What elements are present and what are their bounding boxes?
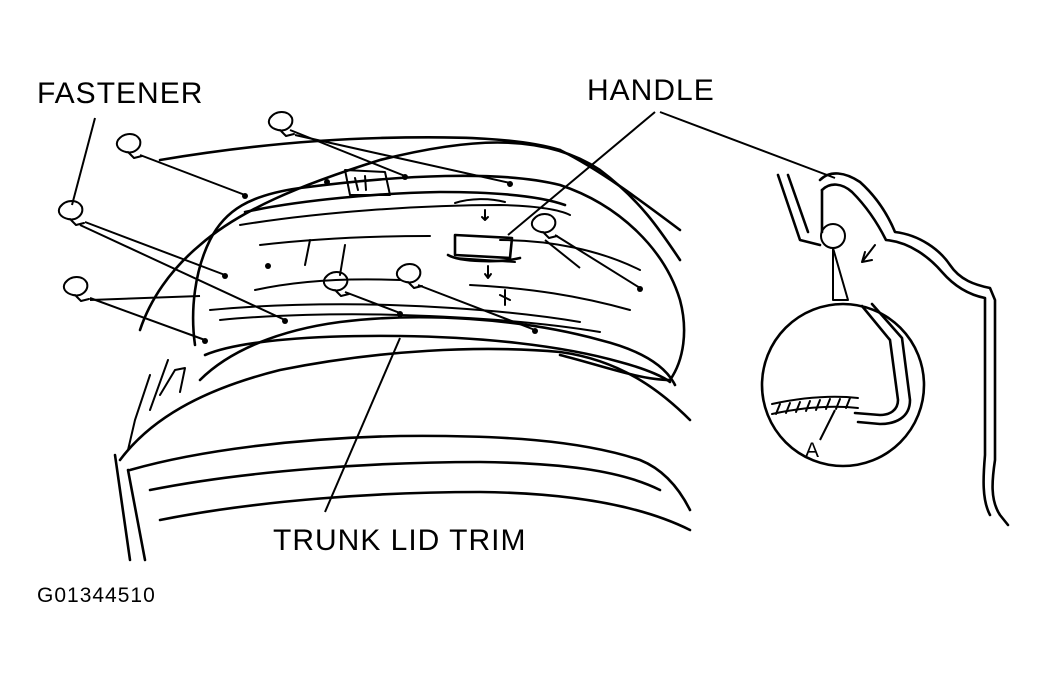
trunk-lid-trim-leader [324, 337, 401, 513]
detail-a-label: A [805, 439, 820, 462]
trunk-body-outline [113, 136, 692, 562]
fastener-label: FASTENER [37, 77, 203, 110]
handle-label-leader-to-trim [507, 111, 656, 236]
fastener-clip [395, 263, 423, 289]
fastener-clip [530, 213, 558, 239]
fastener-clip [62, 276, 90, 302]
mounting-holes [202, 174, 643, 344]
magnified-detail-view [760, 302, 926, 468]
fastener-clip [115, 133, 143, 159]
handle-label-leader-to-detail [659, 111, 836, 179]
fastener-clip [267, 111, 295, 137]
fastener-clips [57, 111, 558, 302]
side-detail-lid-edge [776, 172, 1010, 527]
fastener-clip [322, 271, 350, 297]
figure-id: G01344510 [37, 584, 156, 607]
trunk-lid-trim-label: TRUNK LID TRIM [273, 524, 526, 557]
trunk-handle [446, 233, 522, 279]
handle-label: HANDLE [587, 74, 715, 107]
fastener-label-leader [71, 117, 96, 206]
fastener-leader-lines [79, 129, 641, 341]
detail-marker-circle [820, 223, 846, 249]
detail-connector [832, 247, 849, 301]
fastener-clip [57, 200, 85, 226]
